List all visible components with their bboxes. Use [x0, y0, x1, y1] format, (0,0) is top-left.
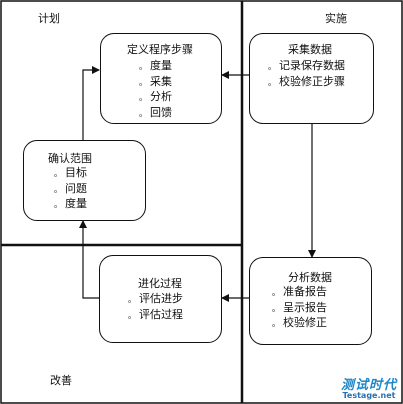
list-item: 。分析	[139, 90, 172, 106]
bullet-mark: 。	[272, 303, 280, 313]
list-item-text: 问题	[65, 181, 87, 195]
box-title: 定义程序步骤	[127, 43, 193, 56]
list-item: 。回馈	[139, 106, 172, 122]
list-item-text: 校验修正	[283, 316, 327, 329]
list-item-text: 记录保存数据	[279, 59, 345, 72]
list-item-text: 回馈	[150, 105, 172, 119]
box-analyze-data: 分析数据 。准备报告。呈示报告。校验修正	[249, 257, 372, 345]
watermark-cn: 测试时代	[340, 378, 397, 393]
arrow-confirm-to-define	[82, 66, 100, 140]
list-item: 。度量	[54, 197, 87, 213]
list-item: 。准备报告	[272, 285, 327, 301]
watermark-logo: 测试时代 Testage.net	[341, 374, 397, 400]
list-item-text: 评估过程	[139, 307, 183, 321]
box-confirm-scope: 确认范围 。目标。问题。度量	[23, 140, 146, 221]
list-item-text: 评估进步	[139, 292, 183, 305]
bullet-mark: 。	[272, 319, 280, 328]
bullet-mark: 。	[268, 77, 276, 87]
list-item: 。校验修正	[272, 316, 327, 332]
box-list: 。评估进步。评估过程	[128, 292, 183, 323]
list-item: 。度量	[139, 59, 172, 75]
box-title: 分析数据	[288, 271, 332, 284]
watermark-en: Testage.net	[342, 391, 396, 400]
box-list: 。目标。问题。度量	[54, 166, 87, 213]
box-list: 。准备报告。呈示报告。校验修正	[272, 285, 327, 332]
arrow-evolve-to-confirm	[79, 220, 99, 299]
bullet-mark: 。	[54, 184, 62, 194]
list-item: 。问题	[54, 182, 87, 198]
box-title: 确认范围	[48, 152, 92, 165]
box-title: 进化过程	[138, 277, 182, 290]
box-define-steps: 定义程序步骤 。度量。采集。分析。回馈	[100, 33, 222, 124]
list-item: 。评估过程	[128, 308, 183, 324]
bullet-mark: 。	[128, 310, 136, 320]
bullet-mark: 。	[54, 200, 62, 209]
quadrant-label-plan: 计划	[38, 12, 60, 25]
list-item: 。目标	[54, 166, 87, 182]
bullet-mark: 。	[139, 62, 147, 71]
box-evolve-process: 进化过程 。评估进步。评估过程	[99, 255, 222, 343]
list-item-text: 分析	[150, 90, 172, 103]
bullet-mark: 。	[139, 93, 147, 102]
bullet-mark: 。	[54, 169, 62, 178]
list-item-text: 度量	[150, 59, 172, 72]
box-list: 。度量。采集。分析。回馈	[139, 59, 172, 121]
bullet-mark: 。	[139, 108, 147, 118]
list-item-text: 采集	[150, 74, 172, 88]
box-title: 采集数据	[288, 43, 332, 56]
quadrant-label-do: 实施	[325, 12, 347, 25]
list-item-text: 度量	[65, 197, 87, 210]
list-item: 。校验修正步骤	[268, 75, 345, 91]
list-item: 。采集	[139, 75, 172, 91]
list-item: 。记录保存数据	[268, 59, 345, 75]
list-item-text: 目标	[65, 166, 87, 179]
quadrant-label-improve: 改善	[50, 374, 72, 387]
list-item: 。呈示报告	[272, 301, 327, 317]
box-collect-data: 采集数据 。记录保存数据。校验修正步骤	[249, 33, 374, 124]
box-list: 。记录保存数据。校验修正步骤	[268, 59, 345, 90]
list-item: 。评估进步	[128, 292, 183, 308]
bullet-mark: 。	[128, 295, 136, 304]
list-item-text: 呈示报告	[283, 300, 327, 314]
bullet-mark: 。	[272, 288, 280, 297]
bullet-mark: 。	[268, 62, 276, 71]
list-item-text: 校验修正步骤	[279, 74, 345, 88]
bullet-mark: 。	[139, 77, 147, 87]
list-item-text: 准备报告	[283, 285, 327, 298]
